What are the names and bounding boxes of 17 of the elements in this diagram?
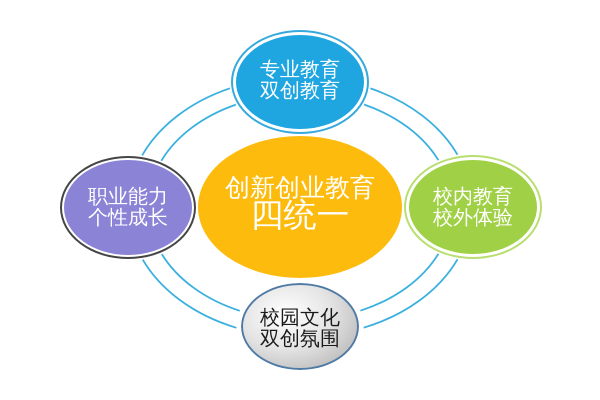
subtitle: 四统一 [250,201,350,228]
topic-label: 专业教育 [260,59,340,80]
ring-arc [160,104,236,162]
topic-label: 双创氛围 [260,328,340,348]
topic-label: 个性成长 [88,206,168,228]
topic-label: 双创教育 [260,80,340,101]
ring-arc [363,258,458,329]
topic-label: 校外体验 [433,207,513,228]
topic-label: 校园文化 [260,306,340,328]
topic-label: 校内教育 [433,186,513,207]
ring-arc [370,88,458,156]
ring-arc [360,253,440,312]
ring-arc [364,104,440,161]
topic-label: 职业能力 [88,186,168,206]
ring-arc [142,259,237,329]
ring-arc [161,254,240,312]
ring-arc [141,87,230,156]
